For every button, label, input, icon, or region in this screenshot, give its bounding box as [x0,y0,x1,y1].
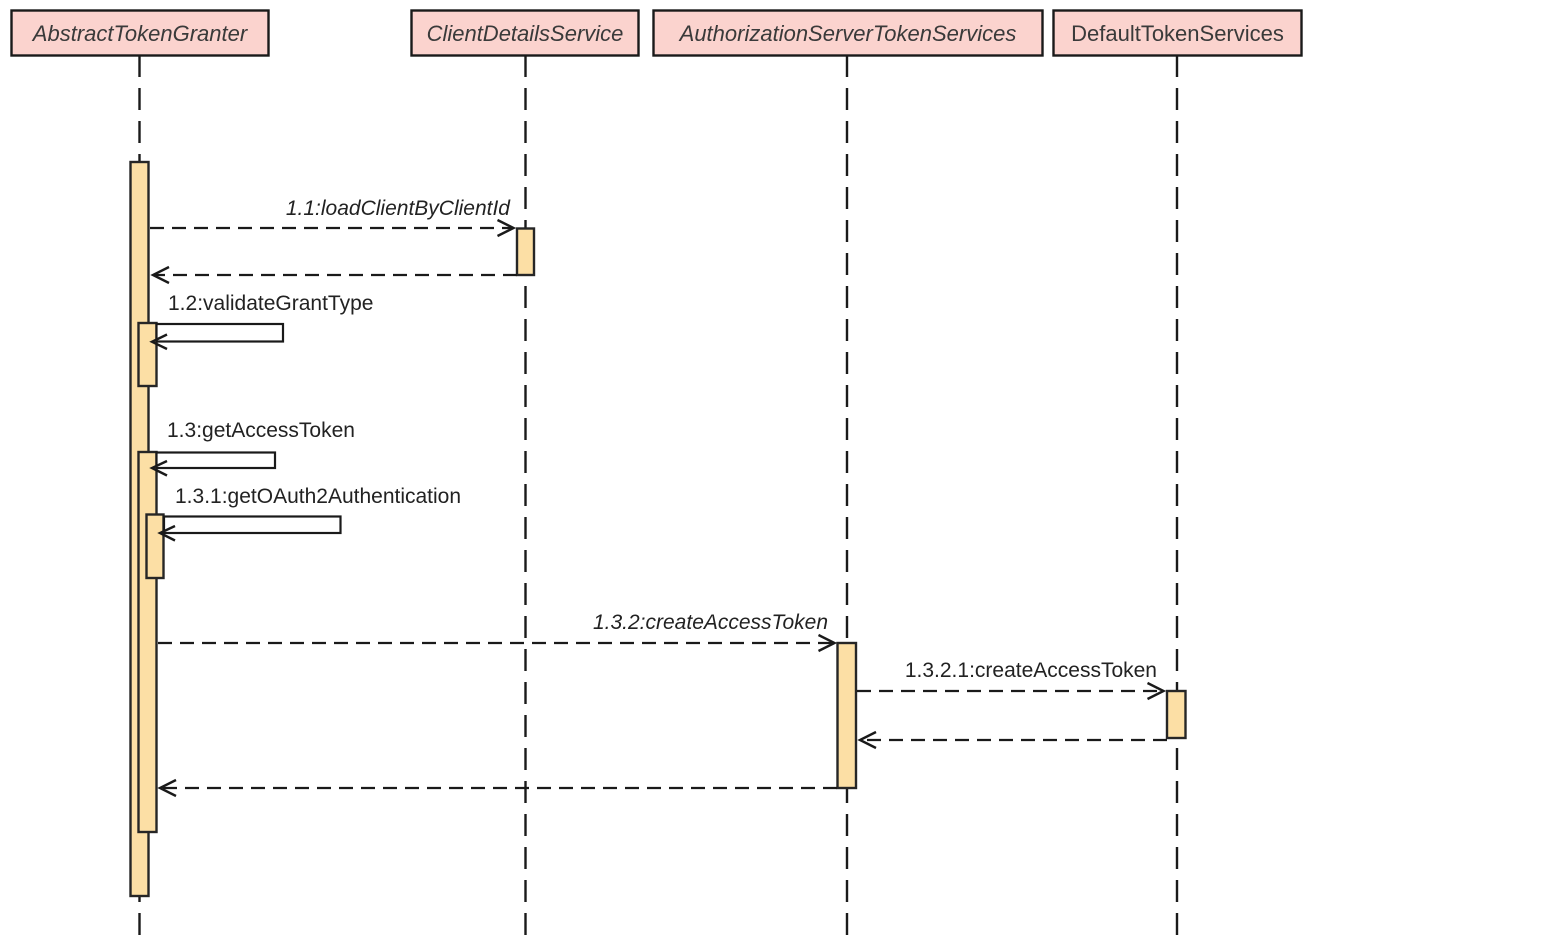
participant-label: DefaultTokenServices [1071,21,1284,46]
self-call-arrowhead [149,459,168,477]
participant-client-details-service: ClientDetailsService [410,9,640,57]
message-1-1-load-client-by-client-id: 1.1:loadClientByClientId [150,197,517,238]
activation-client-details-service [515,227,536,277]
self-call-box [162,515,342,535]
activation-1-3-1-get-oauth2-authentication [145,513,165,580]
message-label: 1.3.2:createAccessToken [593,611,828,634]
self-call-arrowhead [157,524,176,542]
message-label: 1.3.2.1:createAccessToken [905,659,1157,682]
participant-box [10,9,270,57]
self-call-box [155,451,277,470]
message-label: 1.2:validateGrantType [168,292,373,315]
activation-1-3-get-access-token [137,450,158,834]
self-call-arrowhead [149,333,168,351]
message-1-3-get-access-token: 1.3:getAccessToken [149,419,355,477]
activation-1-2-validate-grant-type [137,321,158,388]
message-1-3-2-1-create-access-token: 1.3.2.1:createAccessToken [857,659,1167,701]
activation-default-token-services [1165,689,1187,740]
message-label: 1.3:getAccessToken [167,419,355,442]
participant-label: AuthorizationServerTokenServices [678,21,1017,46]
message-1-3-2-create-access-token: 1.3.2:createAccessToken [158,611,838,653]
participant-box [652,9,1044,57]
activation-authorization-server-token-services [836,641,858,790]
message-label: 1.3.1:getOAuth2Authentication [175,485,461,508]
message-1-2-validate-grant-type: 1.2:validateGrantType [149,292,373,351]
participant-box [1052,9,1303,57]
participant-default-token-services: DefaultTokenServices [1052,9,1303,57]
participant-label: ClientDetailsService [427,21,624,46]
participant-abstract-token-granter: AbstractTokenGranter [10,9,270,57]
participant-label: AbstractTokenGranter [31,21,249,46]
self-call-box [155,322,285,343]
participant-box [410,9,640,57]
message-label: 1.1:loadClientByClientId [286,197,511,220]
message-1-3-1-get-oauth2-authentication: 1.3.1:getOAuth2Authentication [157,485,461,542]
participant-authorization-server-token-services: AuthorizationServerTokenServices [652,9,1044,57]
